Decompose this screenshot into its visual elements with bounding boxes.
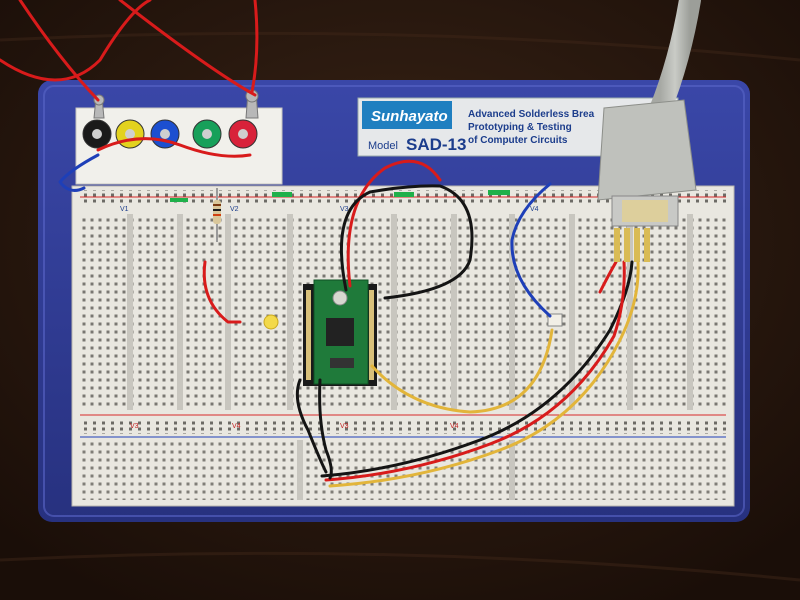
resistor — [213, 188, 221, 242]
small-component — [547, 313, 563, 327]
rail-label-top: V2 — [230, 206, 239, 213]
binding-post-panel — [75, 89, 283, 185]
rail-label-bottom: V3 — [340, 423, 349, 430]
rail-label-bottom: V3 — [130, 423, 139, 430]
brand-text: Sunhayato — [371, 108, 448, 125]
model-name: SAD-13 — [406, 135, 466, 154]
binding-post-black[interactable] — [82, 119, 112, 149]
binding-post-green[interactable] — [192, 119, 222, 149]
mcu-module — [303, 279, 377, 386]
rail-label-bottom: V4 — [450, 423, 459, 430]
rail-label-top: V3 — [340, 206, 349, 213]
binding-post-yellow[interactable] — [115, 119, 145, 149]
rail-label-top: V1 — [120, 206, 129, 213]
rail-label-bottom: V4 — [232, 423, 241, 430]
label-line1: Advanced Solderless Brea — [468, 109, 595, 120]
model-prefix: Model — [368, 140, 398, 152]
db9-connector — [597, 0, 701, 262]
rail-label-top: V4 — [530, 206, 539, 213]
wires — [0, 0, 640, 488]
label-line2: Prototyping & Testing — [468, 122, 572, 133]
binding-post-red[interactable] — [228, 119, 258, 149]
led-yellow — [263, 314, 279, 330]
label-line3: of Computer Circuits — [468, 135, 568, 146]
